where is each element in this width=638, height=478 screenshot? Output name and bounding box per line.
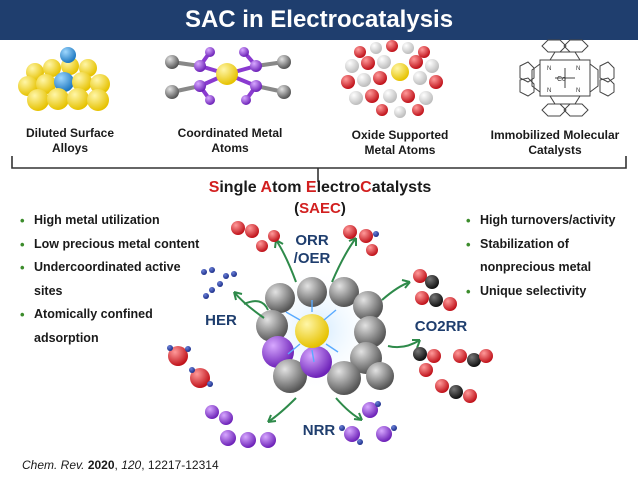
dopant-atom bbox=[54, 72, 74, 92]
nitrogen-label: N bbox=[547, 66, 551, 72]
benefit-item: High turnovers/activity bbox=[466, 209, 636, 233]
oxide-supported-illustration bbox=[341, 40, 443, 118]
saec-title-part: ingle bbox=[219, 179, 261, 196]
advantage-item: Low precious metal content bbox=[20, 233, 230, 257]
saec-title-part: E bbox=[305, 179, 317, 196]
benefit-item: nonprecious metal bbox=[480, 260, 592, 274]
single-atom-site bbox=[295, 314, 329, 348]
saec-abbr-text: SAEC bbox=[299, 200, 341, 217]
nitrogen-label: N bbox=[547, 88, 551, 94]
page-title: SAC in Electrocatalysis bbox=[0, 0, 638, 40]
nitrogen-label: N bbox=[576, 66, 580, 72]
saec-title-part: lectro bbox=[316, 179, 361, 196]
coordinated-metal-atoms-illustration bbox=[165, 47, 291, 105]
nitrogen-molecules bbox=[205, 401, 397, 448]
benefits-list: High turnovers/activityStabilization of n… bbox=[466, 209, 636, 303]
advantage-item: Undercoordinated active bbox=[20, 256, 230, 280]
nrr-label: NRR bbox=[302, 422, 336, 439]
advantage-item: Atomically confined bbox=[20, 303, 230, 327]
catalyst-cluster bbox=[256, 268, 394, 395]
category-bracket bbox=[11, 156, 627, 182]
advantages-list: High metal utilizationLow precious metal… bbox=[20, 209, 230, 350]
saec-abbreviation: (SAEC) bbox=[294, 200, 346, 217]
advantage-item: sites bbox=[34, 283, 63, 298]
co2rr-label: CO2RR bbox=[414, 318, 468, 335]
saec-title-part: atalysts bbox=[371, 179, 432, 196]
benefit-item: Unique selectivity bbox=[466, 280, 636, 304]
category-label-oxide-supported: Oxide Supported Metal Atoms bbox=[351, 128, 449, 157]
molecular-catalyst-illustration: Co N N N N bbox=[519, 39, 615, 117]
saec-title-part: tom bbox=[272, 179, 306, 196]
her-label: HER bbox=[205, 312, 237, 329]
water-molecules bbox=[167, 345, 213, 388]
oxygen-molecules bbox=[231, 221, 379, 256]
single-metal-atom bbox=[391, 63, 409, 81]
carbon-dioxide-molecules bbox=[413, 269, 493, 403]
cobalt-label: Co bbox=[557, 76, 566, 83]
saec-title-part: S bbox=[208, 179, 220, 196]
advantage-item: adsorption bbox=[34, 330, 99, 345]
category-label-molecular-catalysts: Immobilized Molecular Catalysts bbox=[490, 128, 620, 157]
benefit-item: Stabilization of bbox=[466, 233, 636, 257]
category-label-diluted-alloys: Diluted Surface Alloys bbox=[25, 126, 115, 155]
citation: Chem. Rev. 2020, 120, 12217-12314 bbox=[22, 458, 219, 472]
saec-title-part: A bbox=[260, 179, 273, 196]
category-label-coordinated-atoms: Coordinated Metal Atoms bbox=[177, 126, 283, 155]
saec-title-part: C bbox=[360, 179, 372, 196]
advantage-item: High metal utilization bbox=[20, 209, 230, 233]
nitrogen-label: N bbox=[576, 88, 580, 94]
orr-oer-label: ORR /OER bbox=[293, 232, 331, 267]
saec-title: Single Atom ElectroCatalysts bbox=[150, 178, 490, 198]
diluted-surface-alloy-illustration bbox=[18, 47, 110, 111]
